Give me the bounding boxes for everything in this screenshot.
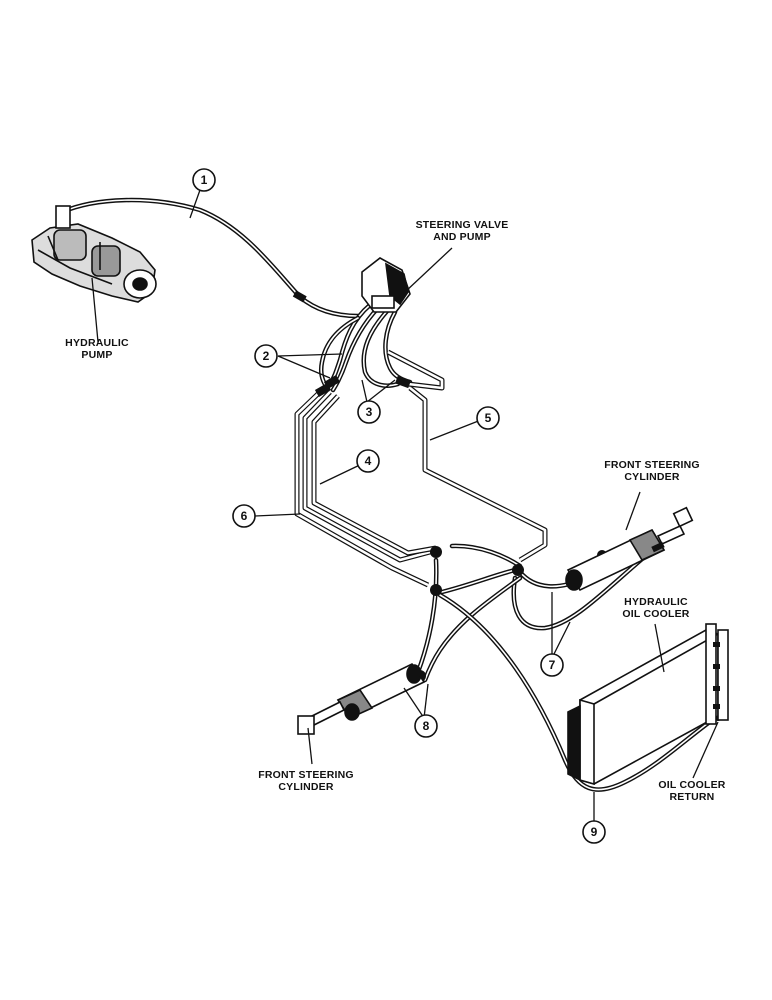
label-hydraulic-oil-cooler: HYDRAULIC OIL COOLER <box>622 596 689 620</box>
steering-valve-drawing <box>361 257 411 313</box>
left-steering-cylinder-drawing <box>297 662 426 735</box>
svg-text:7: 7 <box>549 658 556 672</box>
svg-text:AND PUMP: AND PUMP <box>433 231 491 243</box>
leader-lines <box>91 189 719 832</box>
callout-5: 5 <box>476 406 500 430</box>
svg-text:HYDRAULIC: HYDRAULIC <box>65 337 129 349</box>
label-front-steering-cylinder-left: FRONT STEERING CYLINDER <box>258 769 354 793</box>
svg-text:8: 8 <box>423 719 430 733</box>
svg-text:HYDRAULIC: HYDRAULIC <box>624 596 688 608</box>
label-hydraulic-pump: HYDRAULIC PUMP <box>65 337 129 361</box>
svg-text:6: 6 <box>241 509 248 523</box>
svg-text:OIL COOLER: OIL COOLER <box>658 779 725 791</box>
svg-text:FRONT STEERING: FRONT STEERING <box>604 459 700 471</box>
label-front-steering-cylinder-right: FRONT STEERING CYLINDER <box>604 459 700 483</box>
svg-text:1: 1 <box>201 173 208 187</box>
svg-text:PUMP: PUMP <box>81 349 112 361</box>
svg-text:STEERING VALVE: STEERING VALVE <box>416 219 509 231</box>
right-steering-cylinder-drawing <box>565 506 694 592</box>
label-steering-valve: STEERING VALVE AND PUMP <box>416 219 509 243</box>
svg-text:FRONT STEERING: FRONT STEERING <box>258 769 354 781</box>
svg-text:3: 3 <box>366 405 373 419</box>
svg-text:9: 9 <box>591 825 598 839</box>
hydraulic-pump-drawing <box>31 205 157 303</box>
callout-3: 3 <box>357 400 381 424</box>
label-oil-cooler-return: OIL COOLER RETURN <box>658 779 725 803</box>
callout-6: 6 <box>232 504 256 528</box>
callout-2: 2 <box>254 344 278 368</box>
svg-text:RETURN: RETURN <box>670 791 715 803</box>
svg-text:OIL COOLER: OIL COOLER <box>622 608 689 620</box>
callout-8: 8 <box>414 714 438 738</box>
hose-lines <box>59 197 721 792</box>
callout-7: 7 <box>540 653 564 677</box>
callout-9: 9 <box>582 820 606 844</box>
svg-text:5: 5 <box>485 411 492 425</box>
svg-text:CYLINDER: CYLINDER <box>278 781 333 793</box>
callout-1: 1 <box>192 168 216 192</box>
svg-text:2: 2 <box>263 349 270 363</box>
oil-cooler-drawing <box>567 623 729 786</box>
callout-4: 4 <box>356 449 380 473</box>
svg-text:4: 4 <box>365 454 372 468</box>
svg-text:CYLINDER: CYLINDER <box>624 471 679 483</box>
